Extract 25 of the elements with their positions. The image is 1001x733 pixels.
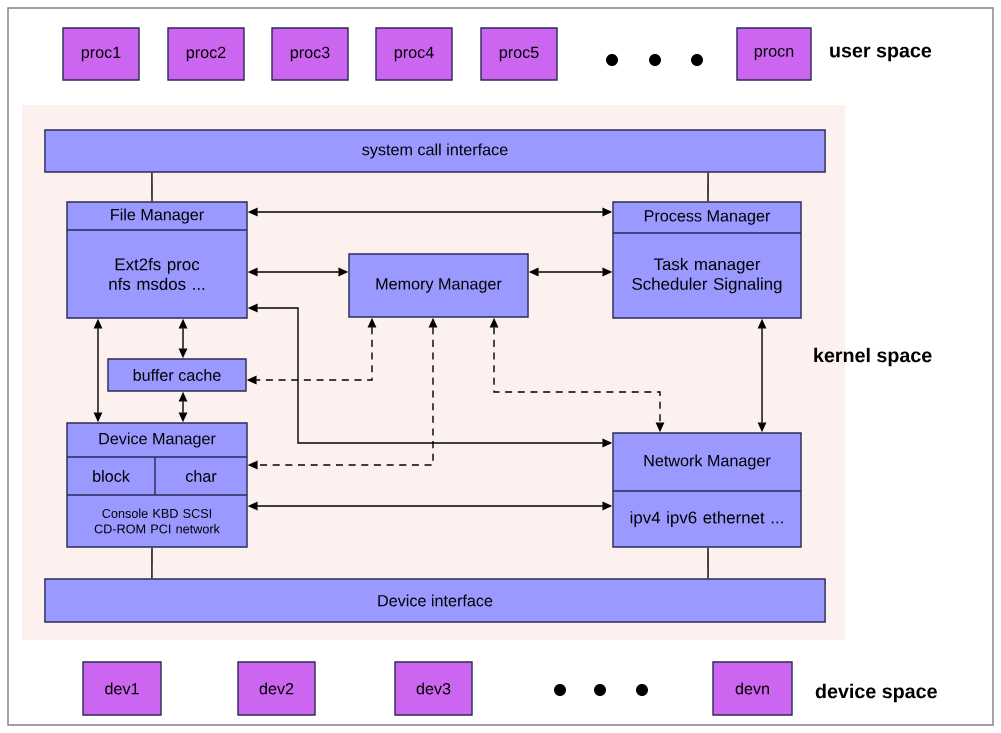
connector-line	[707, 172, 709, 202]
interface-bar: Device interface	[44, 578, 826, 623]
manager-box: Process Manager Task manager Scheduler Signaling	[612, 201, 802, 319]
cache-box: buffer cache	[107, 358, 247, 392]
process-box: proc4	[375, 27, 453, 81]
interface-bar: system call interface	[44, 129, 826, 173]
manager-box: Memory Manager	[348, 253, 529, 318]
process-box: dev1	[82, 661, 162, 716]
process-box: devn	[712, 661, 793, 716]
region-label: device space	[815, 683, 937, 703]
process-box: proc5	[480, 27, 558, 81]
region-label: kernel space	[814, 347, 932, 367]
process-box: proc1	[62, 27, 140, 81]
manager-box: Network Manager ipv4 ipv6 ethernet ...	[612, 432, 802, 548]
region-label: user space	[830, 46, 932, 62]
connector-line	[151, 172, 153, 202]
process-box: dev2	[237, 661, 316, 716]
connector-line	[707, 547, 709, 579]
connector-line	[151, 547, 153, 579]
manager-box: File Manager Ext2fs proc nfs msdos ...	[66, 201, 248, 319]
manager-box: Device Manager block char Console KBD SCSI CD-ROM PCI network	[66, 422, 248, 548]
process-box: procn	[736, 27, 812, 81]
process-box: proc3	[271, 27, 349, 81]
process-box: dev3	[394, 661, 473, 716]
process-box: proc2	[167, 27, 245, 81]
